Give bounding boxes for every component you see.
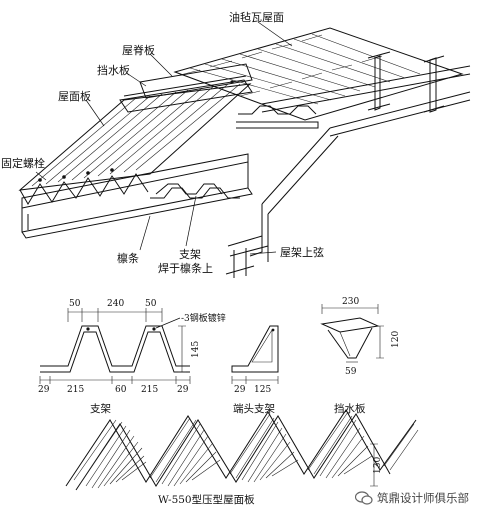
bracket-on-purlin [150,105,319,199]
roof-panels [18,83,252,205]
roof-isometric-drawing [18,21,471,278]
label-welded-on-purlin: 焊于檩条上 [158,261,213,275]
flashing-detail-drawing [320,304,384,363]
caption-bracket: 支架 [90,403,111,415]
label-fixing-bolt: 固定螺栓 [1,156,45,170]
watermark: 筑鼎设计师俱乐部 [354,490,469,506]
dim-bracket-bot-2: 215 [141,385,158,395]
dim-flashing-top: 230 [342,297,359,307]
dim-bracket-bot-mid: 60 [115,385,127,395]
dim-end-bracket-width: 125 [254,385,271,395]
felt-tile-roof-surface [173,27,464,121]
label-roof-panel: 屋面板 [58,89,91,103]
label-flashing-board: 挡水板 [97,63,130,77]
bracket-detail-drawing [39,308,191,384]
dim-flashing-bottom: 59 [345,367,357,377]
label-truss-top-chord: 屋架上弦 [280,245,324,259]
truss-i-beam [225,51,471,278]
caption-flashing: 挡水板 [334,402,366,415]
dim-bracket-bot-1: 215 [67,385,84,395]
dim-panel-height: 130 [373,457,383,474]
dim-bracket-bot-right: 29 [177,385,189,395]
dim-bracket-top-right: 50 [145,299,157,309]
ridge-and-flashing [119,63,253,113]
label-felt-tile-roof: 油毡瓦屋面 [229,10,284,24]
note-bracket-steel: -3钢板镀锌 [181,312,226,324]
dim-flashing-height: 120 [391,331,401,348]
purlin-channel [21,153,253,239]
caption-w550-panel: W-550型压型屋面板 [158,493,255,506]
dim-bracket-top-left: 50 [69,299,81,309]
dim-bracket-height: 145 [191,341,201,358]
label-bracket: 支架 [179,248,201,261]
dim-bracket-bot-left: 29 [38,385,50,395]
w550-panel-drawing [65,409,419,491]
leader-lines [35,21,293,255]
dim-end-bracket-left: 29 [234,385,246,395]
dim-bracket-top-mid: 240 [107,299,124,309]
watermark-text: 筑鼎设计师俱乐部 [377,491,469,505]
label-purlin: 檩条 [117,251,139,265]
label-ridge-board: 屋脊板 [122,43,155,57]
caption-end-bracket: 端头支架 [233,402,275,415]
end-bracket-detail-drawing [231,325,279,384]
wechat-icon [354,491,373,505]
